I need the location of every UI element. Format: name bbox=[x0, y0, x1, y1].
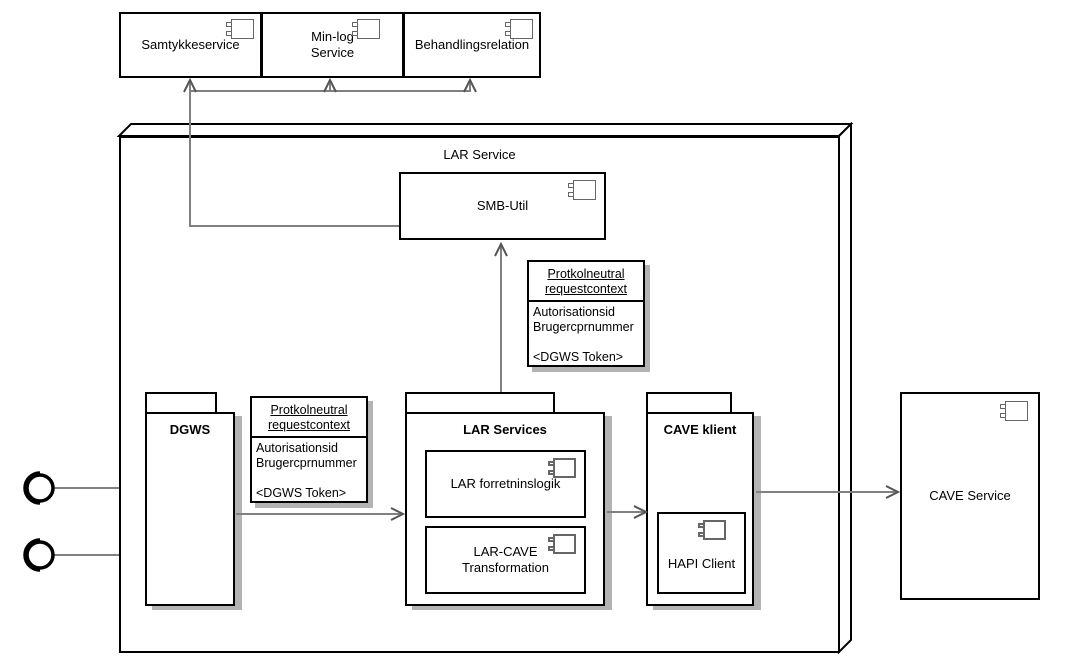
note-attributes: Autorisationsid Brugercprnummer <DGWS To… bbox=[256, 441, 357, 500]
component-icon bbox=[226, 19, 254, 39]
package-body bbox=[145, 412, 235, 606]
package-title: DGWS bbox=[169, 422, 211, 437]
package-title: CAVE klient bbox=[663, 422, 737, 437]
provided-interface-bottom[interactable] bbox=[23, 538, 55, 572]
arrowhead-to-behandlingsrelation bbox=[463, 77, 477, 93]
component-icon bbox=[698, 520, 726, 540]
component-min-log-service[interactable]: Min-log Service bbox=[261, 12, 404, 78]
component-label: CAVE Service bbox=[929, 488, 1011, 503]
component-icon bbox=[505, 19, 533, 39]
component-icon bbox=[568, 180, 596, 200]
component-icon bbox=[548, 534, 576, 554]
package-title: LAR Services bbox=[463, 422, 547, 437]
package-tab bbox=[145, 392, 217, 414]
arrowhead-to-min-log-service bbox=[323, 77, 337, 93]
component-icon bbox=[352, 19, 380, 39]
component-label: Behandlingsrelation bbox=[414, 37, 530, 52]
note-title: Protkolneutral requestcontext bbox=[252, 398, 366, 438]
component-smb-util[interactable]: SMB-Util bbox=[399, 172, 606, 240]
package-tab bbox=[405, 392, 555, 414]
component-label: SMB-Util bbox=[476, 198, 529, 213]
component-hapi-client[interactable]: HAPI Client bbox=[657, 512, 746, 594]
component-icon bbox=[548, 458, 576, 478]
package-tab bbox=[646, 392, 732, 414]
component-cave-service[interactable]: CAVE Service bbox=[900, 392, 1040, 600]
component-label: Min-log Service bbox=[310, 29, 355, 60]
component-label: LAR-CAVE Transformation bbox=[462, 544, 549, 575]
component-behandlingsrelation[interactable]: Behandlingsrelation bbox=[403, 12, 541, 78]
component-samtykkeservice[interactable]: Samtykkeservice bbox=[119, 12, 262, 78]
component-lar-forretninslogik[interactable]: LAR forretninslogik bbox=[425, 450, 586, 518]
component-label: HAPI Client bbox=[667, 556, 736, 571]
component-label: LAR forretninslogik bbox=[450, 476, 561, 491]
note-title: Protkolneutral requestcontext bbox=[529, 262, 643, 302]
component-label: Samtykkeservice bbox=[141, 37, 240, 52]
lar-service-title: LAR Service bbox=[443, 147, 516, 162]
note-attributes: Autorisationsid Brugercprnummer <DGWS To… bbox=[533, 305, 634, 364]
arrowhead-to-samtykkeservice bbox=[183, 77, 197, 93]
component-icon bbox=[1000, 401, 1028, 421]
provided-interface-top[interactable] bbox=[23, 471, 55, 505]
component-lar-cave-transformation[interactable]: LAR-CAVE Transformation bbox=[425, 526, 586, 594]
